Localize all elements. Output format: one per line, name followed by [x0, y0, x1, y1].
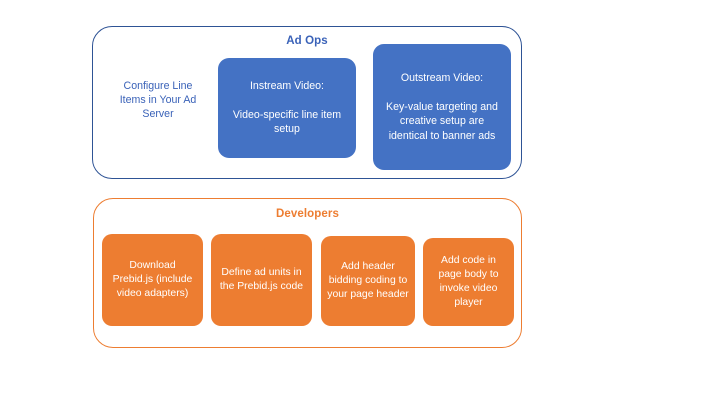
node-download-prebid: Download Prebid.js (include video adapte… — [102, 234, 203, 326]
node-outstream-video-label: Outstream Video: Key-value targeting and… — [386, 71, 498, 142]
group-title-ad-ops: Ad Ops — [286, 35, 328, 47]
node-add-page-body-code-label: Add code in page body to invoke video pl… — [438, 254, 499, 309]
group-title-developers: Developers — [275, 208, 339, 220]
node-define-ad-units: Define ad units in the Prebid.js code — [211, 234, 312, 326]
node-add-page-body-code: Add code in page body to invoke video pl… — [423, 238, 514, 326]
node-outstream-video: Outstream Video: Key-value targeting and… — [373, 44, 511, 170]
node-add-header-bidding-code-label: Add header bidding coding to your page h… — [327, 260, 409, 301]
node-configure-line-items-label: Configure Line Items in Your Ad Server — [119, 79, 197, 121]
node-add-header-bidding-code: Add header bidding coding to your page h… — [321, 236, 415, 326]
node-download-prebid-label: Download Prebid.js (include video adapte… — [112, 259, 193, 300]
node-define-ad-units-label: Define ad units in the Prebid.js code — [219, 266, 304, 292]
node-configure-line-items: Configure Line Items in Your Ad Server — [104, 70, 212, 130]
node-instream-video-label: Instream Video: Video-specific line item… — [232, 80, 342, 136]
node-instream-video: Instream Video: Video-specific line item… — [218, 58, 356, 158]
